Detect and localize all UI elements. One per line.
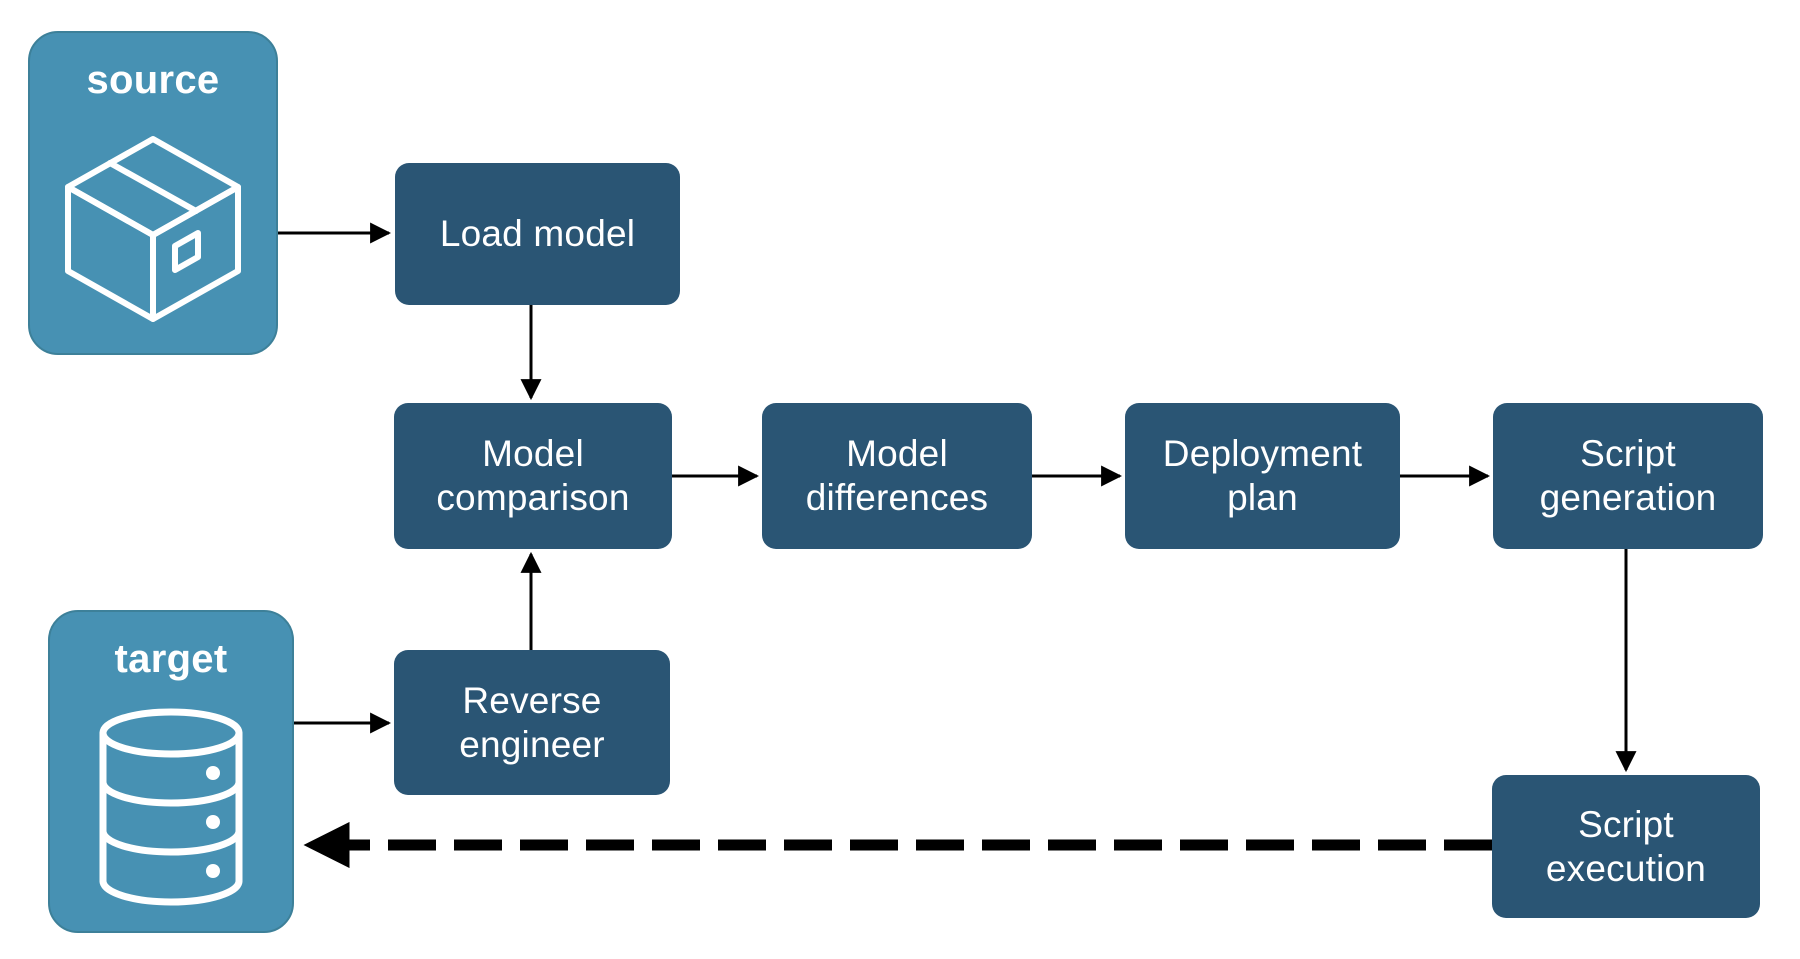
process-deployment-plan[interactable]: Deployment plan xyxy=(1125,403,1400,549)
process-script-generation-label: Script generation xyxy=(1539,433,1717,518)
process-model-comparison[interactable]: Model comparison xyxy=(394,403,672,549)
endpoint-source-label: source xyxy=(86,58,220,102)
endpoint-target-label: target xyxy=(114,637,228,681)
process-script-execution-label: Script execution xyxy=(1545,803,1707,889)
process-script-execution[interactable]: Script execution xyxy=(1492,775,1760,918)
process-load-model[interactable]: Load model xyxy=(395,163,680,305)
process-model-comparison-label: Model comparison xyxy=(436,433,630,518)
process-reverse-engineer[interactable]: Reverse engineer xyxy=(394,650,670,795)
endpoint-target[interactable]: target xyxy=(48,610,294,933)
package-box-icon xyxy=(30,104,276,353)
database-cylinder-icon xyxy=(50,683,292,931)
process-load-model-label: Load model xyxy=(439,213,636,255)
endpoint-source[interactable]: source xyxy=(28,31,278,355)
process-reverse-engineer-label: Reverse engineer xyxy=(459,679,605,765)
process-script-generation[interactable]: Script generation xyxy=(1493,403,1763,549)
process-deployment-plan-label: Deployment plan xyxy=(1162,433,1363,518)
process-model-differences[interactable]: Model differences xyxy=(762,403,1032,549)
process-model-differences-label: Model differences xyxy=(805,433,989,518)
